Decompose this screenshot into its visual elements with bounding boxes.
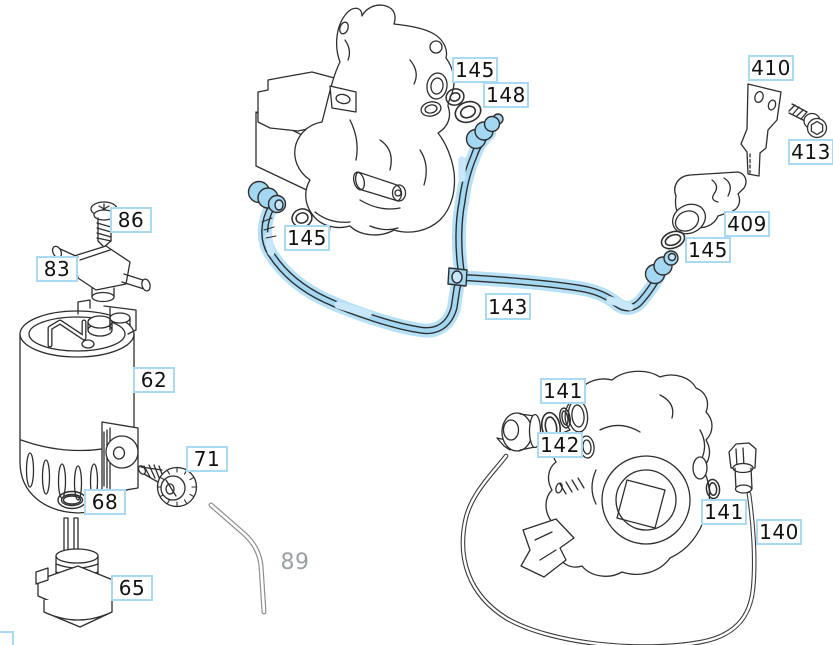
oring-141-bottom — [705, 478, 721, 500]
callout-410[interactable]: 410 — [748, 55, 794, 81]
fuel-line-143 — [247, 113, 679, 338]
callout-83[interactable]: 83 — [36, 256, 78, 282]
injection-pump — [520, 370, 713, 578]
callout-145-engine-top[interactable]: 145 — [452, 57, 498, 83]
hose-fitting-140 — [728, 442, 757, 494]
fuel-hose-140 — [460, 453, 757, 645]
drain-hose-89 — [208, 502, 267, 615]
engine-assembly — [255, 4, 456, 237]
callout-corner-partial — [0, 631, 14, 645]
callout-142[interactable]: 142 — [537, 432, 583, 458]
shutoff-valve-83 — [51, 245, 151, 303]
seal-148 — [454, 100, 482, 124]
housing-409 — [671, 171, 747, 235]
thermostat-insert — [496, 412, 542, 452]
banjo-fitting-top — [465, 113, 504, 150]
filter-heater-knob — [101, 421, 139, 495]
callout-413[interactable]: 413 — [788, 139, 833, 165]
callout-145-engine-left[interactable]: 145 — [284, 225, 330, 251]
drain-valve-71 — [137, 464, 198, 508]
callout-148[interactable]: 148 — [483, 82, 529, 108]
callout-71[interactable]: 71 — [186, 446, 228, 472]
callout-141-pump-top[interactable]: 141 — [540, 378, 586, 404]
callout-65[interactable]: 65 — [111, 575, 153, 601]
filter-top-ports — [47, 299, 137, 349]
callout-145-housing[interactable]: 145 — [685, 237, 731, 263]
callout-86[interactable]: 86 — [110, 207, 152, 233]
bracket-410 — [740, 83, 782, 177]
callout-68[interactable]: 68 — [84, 489, 126, 515]
callout-409[interactable]: 409 — [724, 211, 770, 237]
ring-141-top — [559, 407, 571, 429]
callout-141-pump-right[interactable]: 141 — [701, 499, 747, 525]
water-sensor-65 — [35, 517, 119, 628]
callout-140[interactable]: 140 — [756, 519, 802, 545]
callout-143[interactable]: 143 — [485, 293, 531, 320]
oring-145-housing — [660, 230, 686, 250]
fuel-filter-62 — [19, 299, 139, 514]
banjo-fitting-right — [644, 250, 679, 285]
oring-145-engine-top — [445, 88, 465, 106]
banjo-fitting-left — [247, 180, 287, 239]
callout-89: 89 — [280, 550, 310, 575]
line-junction-clamp — [447, 267, 468, 287]
callout-62[interactable]: 62 — [133, 367, 175, 393]
bolt-413 — [788, 103, 828, 139]
